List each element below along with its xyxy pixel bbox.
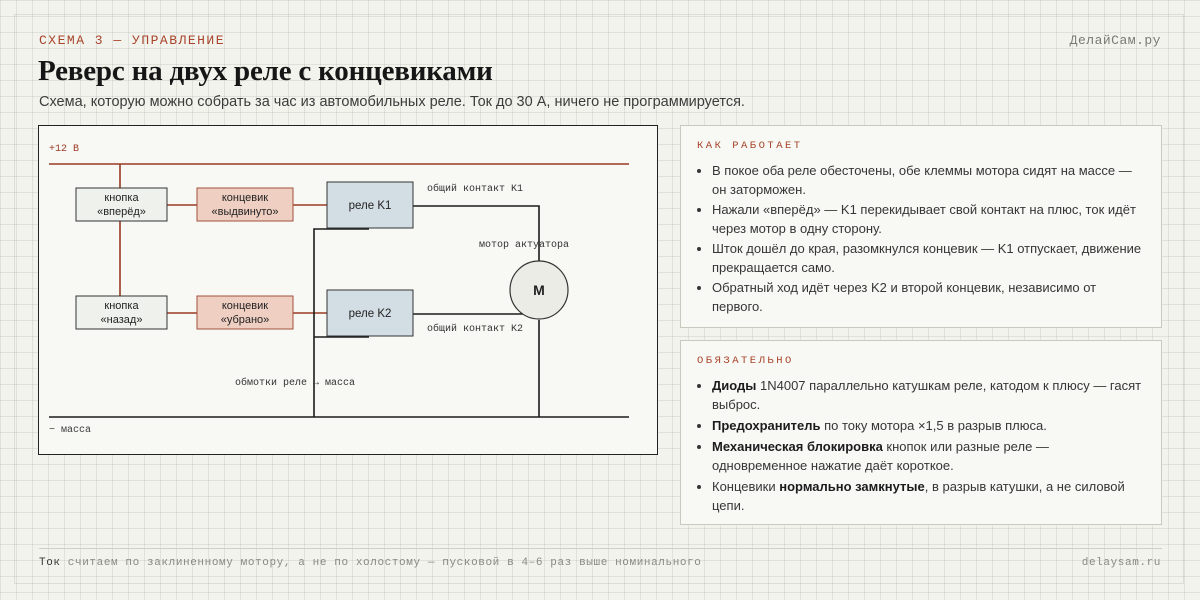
item-bold: Диоды <box>712 378 757 393</box>
how-it-works-heading: КАК РАБОТАЕТ <box>697 140 803 152</box>
supply-label: +12 В <box>49 144 79 155</box>
limit-switch-extended: концевик «выдвинуто» <box>196 187 294 222</box>
list-item: Концевики нормально замкнутые, в разрыв … <box>712 477 1145 515</box>
list-item: Нажали «вперёд» — K1 перекидывает свой к… <box>712 200 1145 238</box>
section-kicker: СХЕМА 3 — УПРАВЛЕНИЕ <box>39 33 226 48</box>
supply-wires <box>49 163 629 314</box>
footer-note-bold: Ток <box>39 557 61 569</box>
list-item: Диоды 1N4007 параллельно катушкам реле, … <box>712 376 1145 414</box>
ground-label: − масса <box>49 425 91 436</box>
item-text: Концевики <box>712 479 780 494</box>
common-contact-k1-label: общий контакт K1 <box>427 182 523 195</box>
mandatory-list: Диоды 1N4007 параллельно катушкам реле, … <box>697 376 1145 515</box>
list-item: Механическая блокировка кнопок или разны… <box>712 437 1145 475</box>
limit-extended-line2: «выдвинуто» <box>212 206 279 218</box>
button-back: кнопка «назад» <box>75 295 168 330</box>
brand-name[interactable]: ДелайСам.ру <box>1069 33 1161 48</box>
page-title: Реверс на двух реле с концевиками <box>38 55 493 87</box>
mandatory-heading: ОБЯЗАТЕЛЬНО <box>697 355 794 367</box>
page-subtitle: Схема, которую можно собрать за час из а… <box>39 94 745 110</box>
list-item: Предохранитель по току мотора ×1,5 в раз… <box>712 416 1145 435</box>
footer-divider <box>39 548 1162 549</box>
button-forward-line2: «вперёд» <box>97 206 146 218</box>
list-item: Обратный ход идёт через K2 и второй конц… <box>712 278 1145 316</box>
item-bold: нормально замкнутые <box>779 479 925 494</box>
limit-extended-line1: концевик <box>222 192 268 204</box>
item-text: 1N4007 параллельно катушкам реле, катодо… <box>712 378 1142 412</box>
item-bold: Механическая блокировка <box>712 439 883 454</box>
wire-k1-coil-to-ground <box>313 228 369 417</box>
button-forward-line1: кнопка <box>104 192 139 204</box>
relay-k1-label: реле K1 <box>349 200 392 212</box>
common-contact-k2-label: общий контакт K2 <box>427 322 523 335</box>
relay-k1: реле K1 <box>326 181 414 229</box>
mandatory-panel: ОБЯЗАТЕЛЬНО Диоды 1N4007 параллельно кат… <box>680 340 1162 525</box>
button-back-line2: «назад» <box>101 314 143 326</box>
footer-note-text: считаем по заклиненному мотору, а не по … <box>60 557 702 569</box>
motor-symbol: M <box>533 282 545 298</box>
list-item: Шток дошёл до края, разомкнулся концевик… <box>712 239 1145 277</box>
button-forward: кнопка «вперёд» <box>75 187 168 222</box>
relay-k2-label: реле K2 <box>349 308 392 320</box>
limit-retracted-line2: «убрано» <box>221 314 270 326</box>
list-item: В покое оба реле обесточены, обе клеммы … <box>712 161 1145 199</box>
how-it-works-list: В покое оба реле обесточены, обе клеммы … <box>697 161 1145 316</box>
motor-icon <box>509 260 569 320</box>
how-it-works-panel: КАК РАБОТАЕТ В покое оба реле обесточены… <box>680 125 1162 328</box>
limit-retracted-line1: концевик <box>222 300 268 312</box>
relay-k2: реле K2 <box>326 289 414 337</box>
footer-note: Ток считаем по заклиненному мотору, а не… <box>39 557 702 569</box>
wiring-diagram: +12 В − масса кнопка «вперёд» кнопка «на… <box>38 125 658 455</box>
motor-label: мотор актуатора <box>479 240 569 251</box>
coils-to-ground-label: обмотки реле → масса <box>235 376 355 389</box>
button-back-line1: кнопка <box>104 300 139 312</box>
motor: M <box>509 260 569 320</box>
item-bold: Предохранитель <box>712 418 821 433</box>
wire-k1-common-to-motor <box>413 205 540 266</box>
item-text: , в разрыв катушки, а не силовой цепи. <box>712 479 1125 513</box>
item-text: по току мотора ×1,5 в разрыв плюса. <box>820 418 1047 433</box>
footer-url[interactable]: delaysam.ru <box>1081 557 1161 569</box>
item-text: кнопок или разные реле — одновременное н… <box>712 439 1049 473</box>
limit-switch-retracted: концевик «убрано» <box>196 295 294 330</box>
